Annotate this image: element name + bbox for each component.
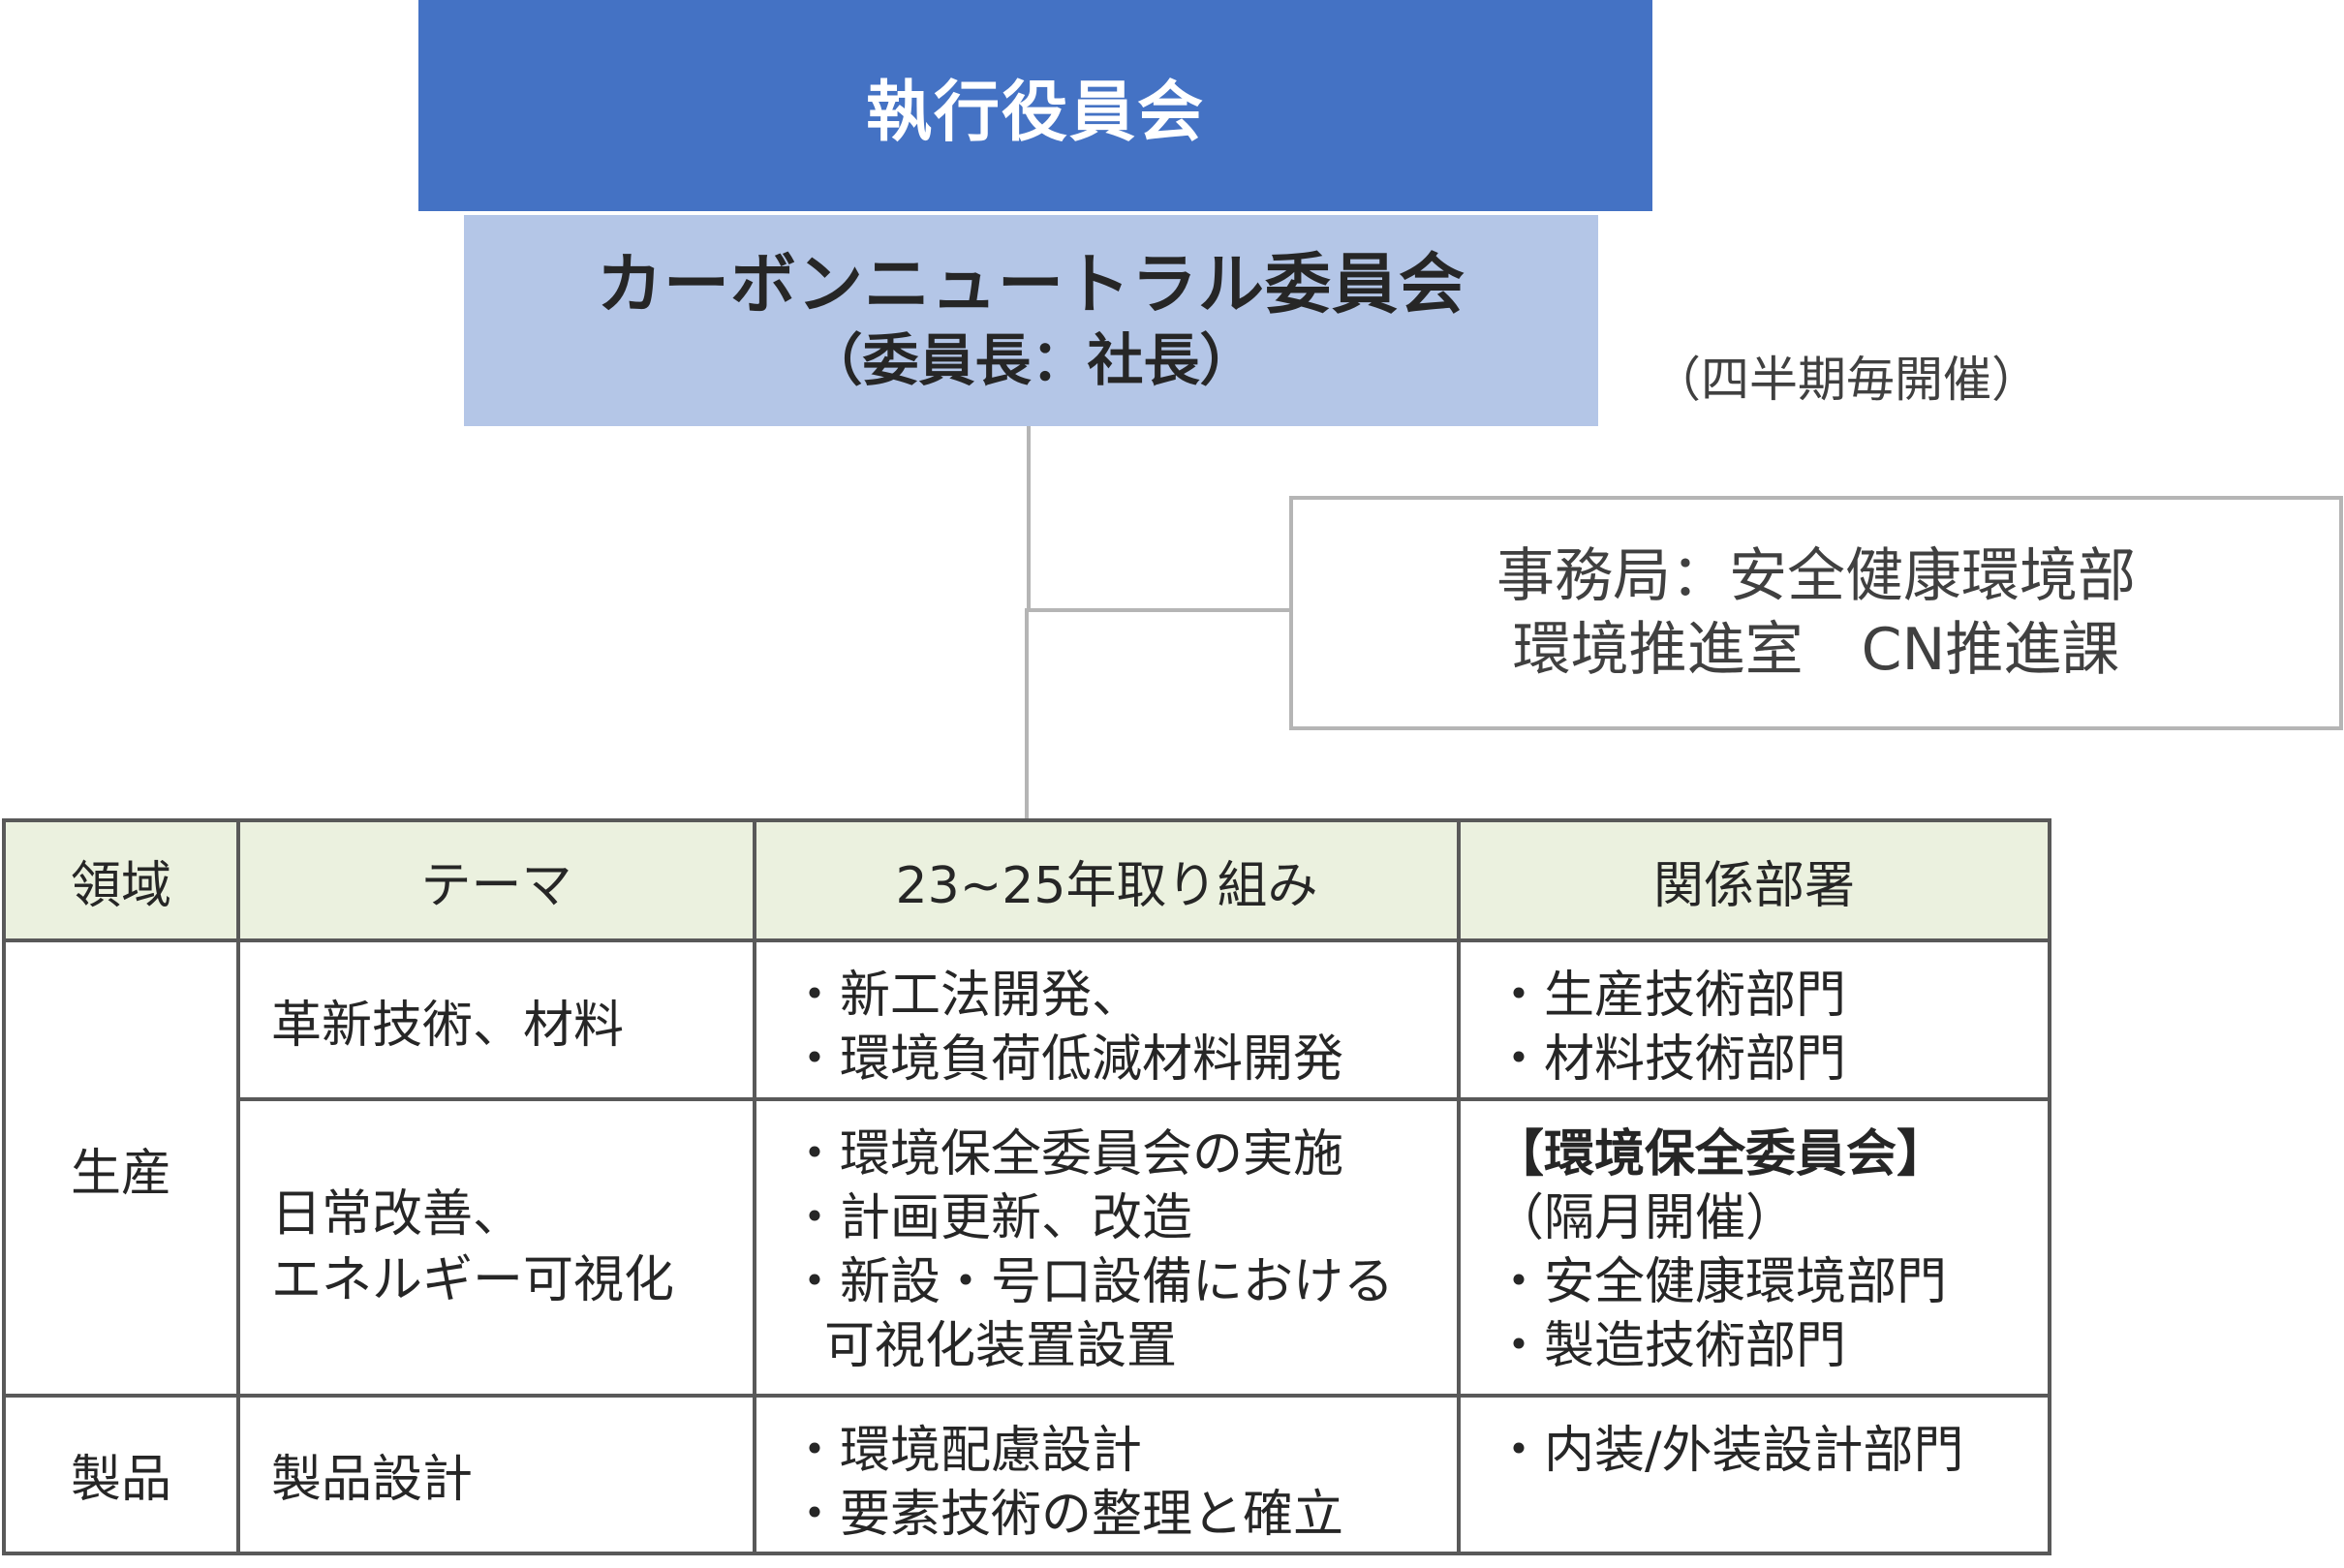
departments-cell: ・内装/外装設計部門 xyxy=(1457,1394,2051,1555)
theme-line: エネルギー可視化 xyxy=(271,1251,675,1309)
theme-cell: 日常改善、 エネルギー可視化 xyxy=(236,1097,756,1398)
department-item: ・安全健康環境部門 xyxy=(1494,1253,1948,1311)
actions-cell: ・新工法開発、 ・環境負荷低減材料開発 xyxy=(753,938,1461,1101)
action-item: ・新工法開発、 xyxy=(789,967,1143,1025)
secretariat-line1: 事務局：安全健康環境部 xyxy=(1496,542,2136,610)
department-item: ・材料技術部門 xyxy=(1494,1030,1847,1089)
action-item: ・計画更新、改造 xyxy=(789,1189,1193,1247)
action-item: ・環境保全委員会の実施 xyxy=(789,1125,1344,1184)
table-row: 製品 製品設計 ・環境配慮設計 ・要素技術の整理と確立 ・内装/外装設計部門 xyxy=(2,1394,2051,1555)
table-row: 日常改善、 エネルギー可視化 ・環境保全委員会の実施 ・計画更新、改造 ・新設・… xyxy=(4,1097,2051,1398)
header-departments: 関係部署 xyxy=(1457,818,2051,942)
meeting-frequency: （四半期毎開催） xyxy=(1652,352,2040,408)
theme-cell: 革新技術、材料 xyxy=(236,938,756,1101)
actions-cell: ・環境保全委員会の実施 ・計画更新、改造 ・新設・号口設備における 可視化装置設… xyxy=(753,1097,1461,1398)
department-item: ・製造技術部門 xyxy=(1494,1317,1847,1375)
cn-committee-name: カーボンニュートラル委員会 xyxy=(596,247,1465,323)
header-actions: 23~25年取り組み xyxy=(753,818,1461,942)
header-theme: テーマ xyxy=(236,818,756,942)
department-item: （隔月開催） xyxy=(1494,1189,1797,1247)
cn-committee-chair: （委員長：社長） xyxy=(806,327,1256,393)
action-item: ・環境負荷低減材料開発 xyxy=(789,1030,1344,1089)
departments-cell: ・生産技術部門 ・材料技術部門 xyxy=(1457,938,2051,1101)
executive-board-box: 執行役員会 xyxy=(418,0,1652,211)
area-production: 生産 xyxy=(2,938,240,1398)
action-item: 可視化装置設置 xyxy=(824,1317,1178,1375)
header-area: 領域 xyxy=(2,818,240,942)
executive-board-label: 執行役員会 xyxy=(865,74,1205,151)
connector-vertical-bottom xyxy=(1025,608,1029,818)
secretariat-line2: 環境推進室 CN推進課 xyxy=(1512,616,2120,684)
secretariat-box: 事務局：安全健康環境部 環境推進室 CN推進課 xyxy=(1289,496,2343,730)
theme-cell: 製品設計 xyxy=(236,1394,756,1555)
department-item: ・生産技術部門 xyxy=(1494,967,1847,1025)
initiatives-table: 領域 テーマ 23~25年取り組み 関係部署 生産 革新技術、材料 ・新工法開発… xyxy=(2,818,2051,1555)
department-item: ・内装/外装設計部門 xyxy=(1494,1422,1964,1480)
connector-horizontal xyxy=(1027,608,1291,612)
actions-cell: ・環境配慮設計 ・要素技術の整理と確立 xyxy=(753,1394,1461,1555)
departments-cell: 【環境保全委員会】 （隔月開催） ・安全健康環境部門 ・製造技術部門 xyxy=(1457,1097,2051,1398)
action-item: ・新設・号口設備における xyxy=(789,1253,1395,1311)
table-header-row: 領域 テーマ 23~25年取り組み 関係部署 xyxy=(2,818,2051,942)
cn-committee-box: カーボンニュートラル委員会 （委員長：社長） xyxy=(464,215,1598,426)
table-row: 生産 革新技術、材料 ・新工法開発、 ・環境負荷低減材料開発 ・生産技術部門 ・… xyxy=(2,938,2051,1398)
department-item: 【環境保全委員会】 xyxy=(1494,1125,1948,1184)
area-product: 製品 xyxy=(2,1394,240,1555)
theme-line: 日常改善、 xyxy=(271,1185,524,1244)
connector-vertical-top xyxy=(1027,426,1031,610)
action-item: ・環境配慮設計 xyxy=(789,1422,1143,1480)
action-item: ・要素技術の整理と確立 xyxy=(789,1486,1344,1544)
